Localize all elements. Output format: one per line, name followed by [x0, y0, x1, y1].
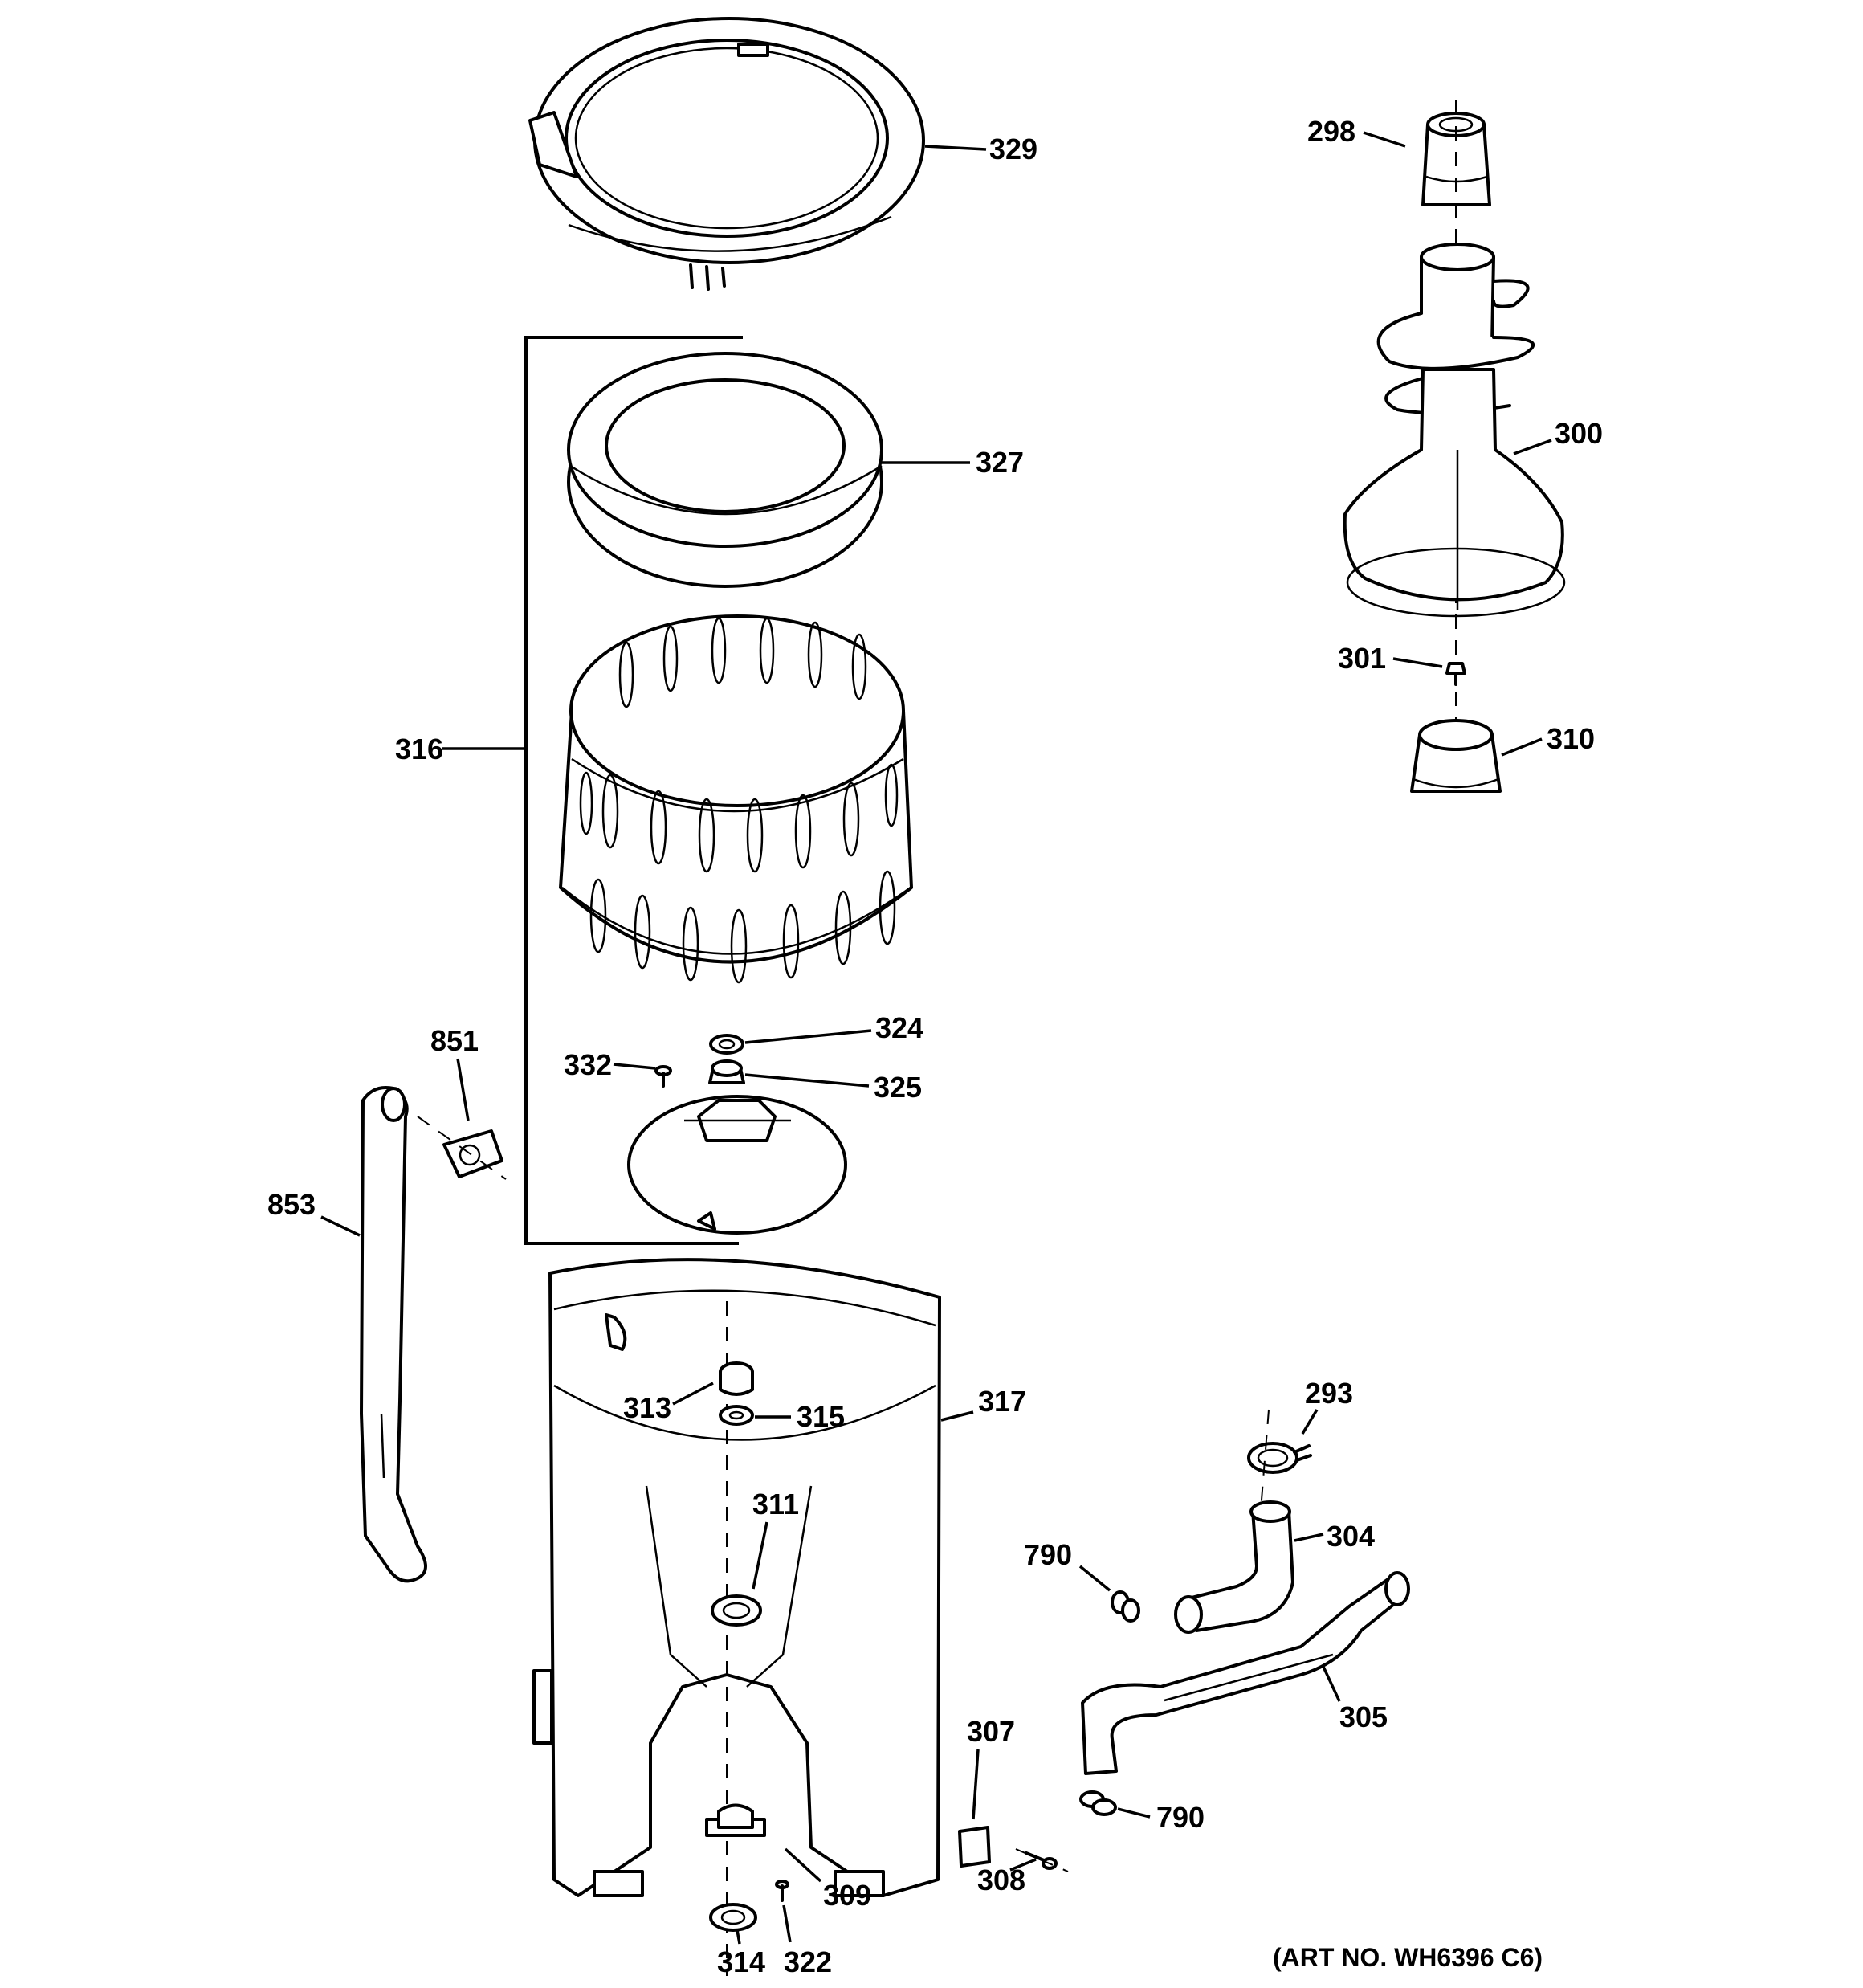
clip-790-lower	[1079, 1790, 1117, 1816]
callout-853: 853	[267, 1188, 316, 1221]
callout-315: 315	[797, 1400, 845, 1433]
tub-seal-311	[711, 1594, 762, 1627]
drive-bell-310	[1410, 719, 1502, 793]
callout-325: 325	[874, 1071, 922, 1104]
callout-327: 327	[976, 446, 1024, 479]
screw-332	[654, 1065, 672, 1088]
callout-332: 332	[564, 1048, 612, 1081]
callout-301: 301	[1338, 642, 1386, 675]
callout-304: 304	[1327, 1520, 1375, 1553]
callout-317: 317	[978, 1385, 1026, 1418]
callout-310: 310	[1547, 722, 1595, 755]
bracket-307	[958, 1826, 991, 1868]
callout-322: 322	[784, 1945, 832, 1978]
pump-outlet-309	[705, 1803, 766, 1837]
callout-293: 293	[1305, 1377, 1353, 1410]
agitator-300	[1343, 243, 1566, 618]
callout-300: 300	[1555, 417, 1603, 450]
washer-315	[719, 1405, 754, 1426]
clamp-293	[1247, 1442, 1312, 1474]
wash-basket	[559, 614, 913, 984]
tub-cover-329	[528, 17, 925, 291]
callout-298: 298	[1307, 115, 1355, 148]
callout-314: 314	[717, 1945, 765, 1978]
callout-790-lower: 790	[1156, 1801, 1205, 1834]
balance-ring-327	[567, 352, 883, 588]
gasket-314	[709, 1903, 757, 1932]
clip-790-upper	[1111, 1590, 1140, 1623]
callout-309: 309	[823, 1879, 871, 1912]
callout-308: 308	[977, 1863, 1025, 1896]
basket-assembly-bracket	[524, 336, 743, 1245]
art-number: (ART NO. WH6396 C6)	[1273, 1943, 1543, 1972]
callout-313: 313	[623, 1391, 671, 1424]
callout-790-upper: 790	[1024, 1538, 1072, 1571]
nut-325	[708, 1059, 745, 1084]
callout-329: 329	[989, 133, 1037, 165]
screw-322	[775, 1880, 789, 1902]
hose-853	[360, 1086, 427, 1583]
basket-hub	[627, 1095, 847, 1235]
seal-313	[719, 1361, 754, 1396]
callout-851: 851	[430, 1024, 479, 1057]
callout-311: 311	[752, 1488, 799, 1521]
callout-324: 324	[875, 1011, 923, 1044]
outer-tub-317	[532, 1258, 941, 1897]
callout-305: 305	[1339, 1700, 1388, 1733]
washer-324	[709, 1034, 744, 1055]
callout-307: 307	[967, 1715, 1015, 1748]
bolt-301	[1445, 662, 1466, 686]
drain-hose-305	[1081, 1571, 1410, 1775]
hose-304	[1174, 1500, 1294, 1634]
elbow-851	[442, 1129, 503, 1178]
callout-316: 316	[395, 733, 443, 765]
